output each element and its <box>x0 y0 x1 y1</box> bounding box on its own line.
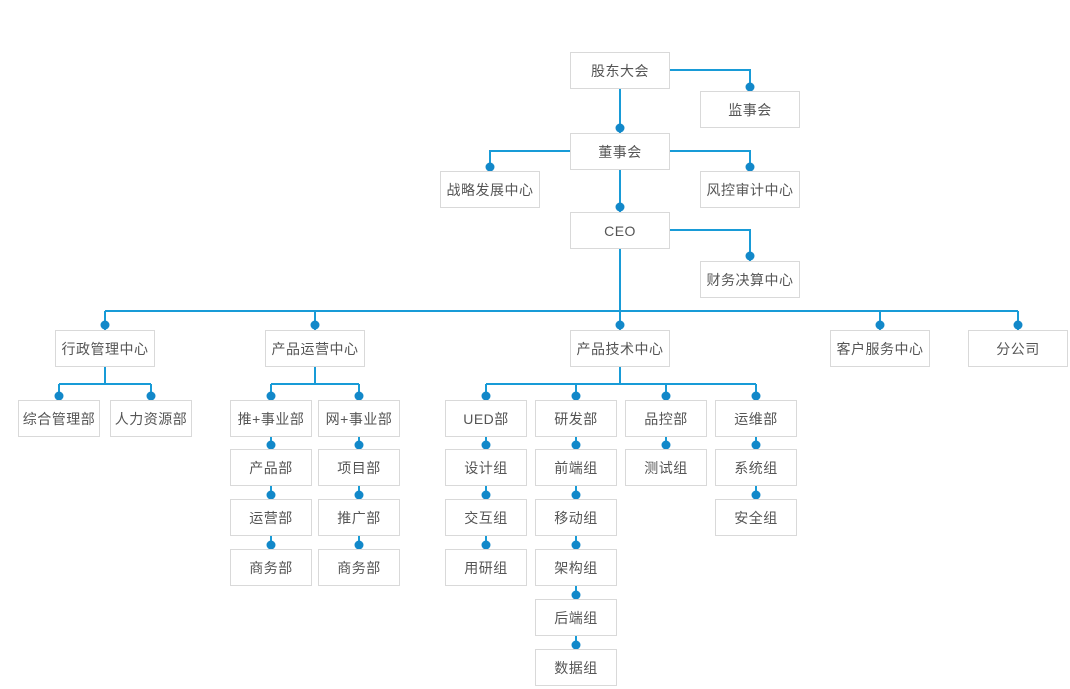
org-node-board: 董事会 <box>570 133 670 170</box>
org-node-admin-center: 行政管理中心 <box>55 330 155 367</box>
org-node-user-research-group: 用研组 <box>445 549 527 586</box>
org-node-finance-center: 财务决算中心 <box>700 261 800 298</box>
org-node-tui-business-unit: 推+事业部 <box>230 400 312 437</box>
org-node-security-group: 安全组 <box>715 499 797 536</box>
org-node-shareholders: 股东大会 <box>570 52 670 89</box>
org-node-hr-dept: 人力资源部 <box>110 400 192 437</box>
org-node-promotion-dept: 推广部 <box>318 499 400 536</box>
org-node-interaction-group: 交互组 <box>445 499 527 536</box>
org-node-ops-center: 产品运营中心 <box>265 330 365 367</box>
org-node-architecture-group: 架构组 <box>535 549 617 586</box>
org-node-design-group: 设计组 <box>445 449 527 486</box>
org-node-system-group: 系统组 <box>715 449 797 486</box>
org-node-business-dept-wang: 商务部 <box>318 549 400 586</box>
org-node-product-dept: 产品部 <box>230 449 312 486</box>
org-node-qc-dept: 品控部 <box>625 400 707 437</box>
org-node-branch-company: 分公司 <box>968 330 1068 367</box>
org-node-testing-group: 测试组 <box>625 449 707 486</box>
org-node-tech-center: 产品技术中心 <box>570 330 670 367</box>
org-node-business-dept-tui: 商务部 <box>230 549 312 586</box>
org-node-project-dept: 项目部 <box>318 449 400 486</box>
org-node-mobile-group: 移动组 <box>535 499 617 536</box>
org-node-backend-group: 后端组 <box>535 599 617 636</box>
org-node-ued-dept: UED部 <box>445 400 527 437</box>
org-node-rd-dept: 研发部 <box>535 400 617 437</box>
org-node-om-dept: 运维部 <box>715 400 797 437</box>
org-node-strategy-center: 战略发展中心 <box>440 171 540 208</box>
org-node-ceo: CEO <box>570 212 670 249</box>
org-node-frontend-group: 前端组 <box>535 449 617 486</box>
org-node-operation-dept: 运营部 <box>230 499 312 536</box>
org-node-data-group: 数据组 <box>535 649 617 686</box>
org-node-risk-audit-center: 风控审计中心 <box>700 171 800 208</box>
org-node-wang-business-unit: 网+事业部 <box>318 400 400 437</box>
org-node-general-admin-dept: 综合管理部 <box>18 400 100 437</box>
org-node-supervisory: 监事会 <box>700 91 800 128</box>
org-node-service-center: 客户服务中心 <box>830 330 930 367</box>
